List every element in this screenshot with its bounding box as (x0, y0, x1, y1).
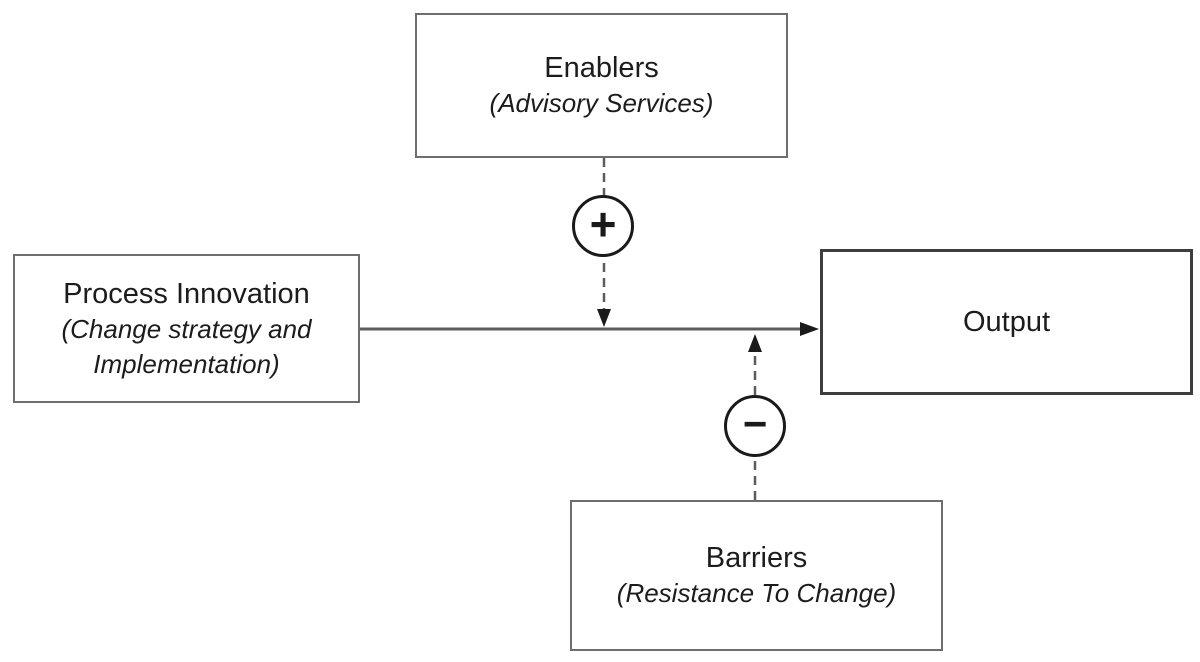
process-innovation-subtitle: (Change strategy and Implementation) (61, 313, 312, 379)
process-innovation-box: Process Innovation (Change strategy and … (13, 254, 360, 403)
plus-sign-glyph: + (589, 197, 617, 250)
barriers-arrowhead-icon (748, 334, 762, 352)
barriers-box: Barriers (Resistance To Change) (570, 500, 943, 651)
process-innovation-title: Process Innovation (63, 277, 310, 310)
barriers-title: Barriers (705, 542, 808, 574)
enablers-subtitle: (Advisory Services) (489, 88, 714, 118)
enablers-title: Enablers (544, 52, 659, 84)
main-arrowhead-icon (800, 322, 819, 336)
output-box: Output (820, 249, 1193, 395)
enablers-box: Enablers (Advisory Services) (415, 13, 788, 158)
plus-sign-icon: + (572, 195, 634, 257)
barriers-subtitle: (Resistance To Change) (616, 578, 897, 608)
output-title: Output (962, 306, 1051, 338)
enablers-arrowhead-icon (597, 309, 611, 327)
minus-sign-icon: − (724, 395, 786, 457)
minus-sign-glyph: − (742, 399, 768, 447)
